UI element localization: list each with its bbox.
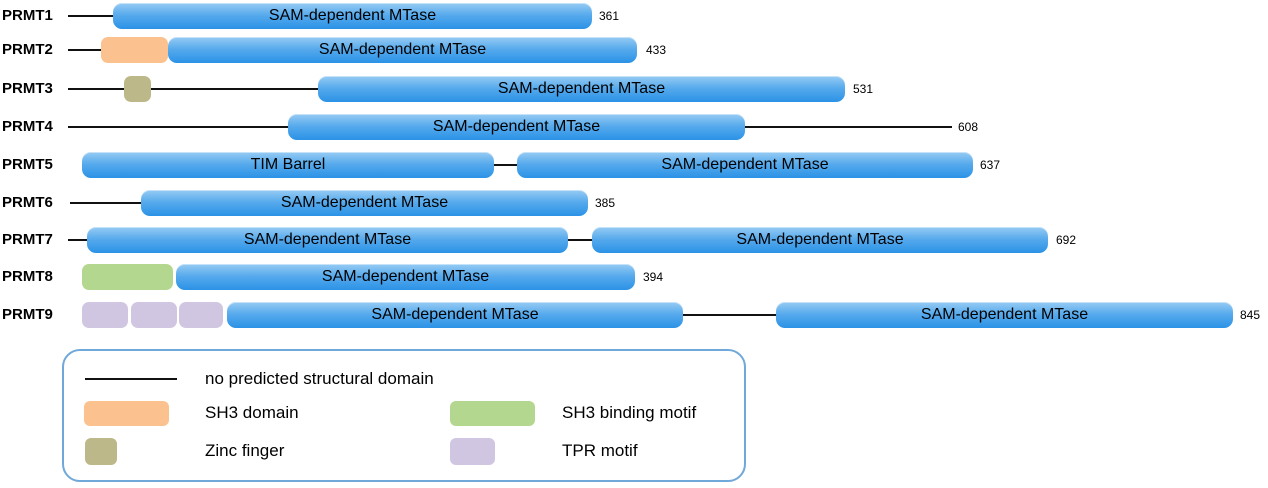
linker-line: [68, 88, 124, 90]
linker-line: [68, 15, 113, 17]
protein-label: PRMT1: [2, 7, 53, 24]
residue-count: 394: [643, 270, 664, 284]
residue-count: 361: [599, 9, 620, 23]
protein-label: PRMT3: [2, 80, 53, 97]
domain-box-mtase: SAM-dependent MTase: [288, 114, 745, 140]
linker-line: [70, 202, 141, 204]
linker-line: [745, 126, 952, 128]
domain-box-mtase: SAM-dependent MTase: [318, 76, 845, 102]
residue-count: 692: [1056, 233, 1077, 247]
domain-box-mtase: SAM-dependent MTase: [776, 302, 1233, 328]
legend-swatch-sh3-binding: [450, 401, 535, 426]
protein-label: PRMT6: [2, 194, 53, 211]
domain-box-tpr: [82, 302, 128, 328]
legend-label: SH3 domain: [205, 403, 299, 422]
domain-box-sh3-binding: [82, 264, 173, 290]
linker-line: [68, 126, 288, 128]
residue-count: 433: [646, 43, 667, 57]
domain-box-mtase: SAM-dependent MTase: [168, 37, 637, 63]
linker-line: [151, 88, 318, 90]
protein-label: PRMT2: [2, 41, 53, 58]
domain-box-mtase: SAM-dependent MTase: [141, 190, 588, 216]
domain-box-mtase: SAM-dependent MTase: [113, 3, 592, 29]
residue-count: 608: [958, 120, 979, 134]
protein-label: PRMT4: [2, 118, 53, 135]
protein-label: PRMT8: [2, 268, 53, 285]
legend-label: Zinc finger: [205, 441, 285, 460]
residue-count: 845: [1240, 308, 1261, 322]
domain-box-mtase: SAM-dependent MTase: [592, 227, 1048, 253]
domain-box-mtase: SAM-dependent MTase: [176, 264, 635, 290]
domain-box-mtase: SAM-dependent MTase: [517, 152, 973, 178]
legend-label: no predicted structural domain: [205, 369, 434, 388]
protein-label: PRMT9: [2, 306, 53, 323]
domain-box-mtase: SAM-dependent MTase: [87, 227, 568, 253]
domain-box-sh3-domain: [101, 37, 168, 63]
domain-box-zinc-finger: [124, 76, 151, 102]
protein-label: PRMT5: [2, 156, 53, 173]
linker-line: [568, 239, 592, 241]
legend-swatch-sh3-domain: [84, 401, 169, 426]
legend-swatch-zinc-finger: [85, 438, 117, 465]
residue-count: 385: [595, 196, 616, 210]
linker-line: [683, 314, 776, 316]
linker-line: [68, 49, 101, 51]
domain-box-mtase: TIM Barrel: [82, 152, 494, 178]
linker-line: [494, 164, 517, 166]
legend-swatch-line: [85, 378, 177, 380]
protein-label: PRMT7: [2, 231, 53, 248]
linker-line: [68, 239, 87, 241]
legend-label: SH3 binding motif: [562, 403, 697, 422]
domain-box-tpr: [179, 302, 223, 328]
domain-box-tpr: [131, 302, 177, 328]
legend-label: TPR motif: [562, 441, 638, 460]
domain-box-mtase: SAM-dependent MTase: [227, 302, 683, 328]
legend-swatch-tpr: [450, 438, 495, 465]
residue-count: 531: [853, 82, 874, 96]
residue-count: 637: [980, 158, 1001, 172]
